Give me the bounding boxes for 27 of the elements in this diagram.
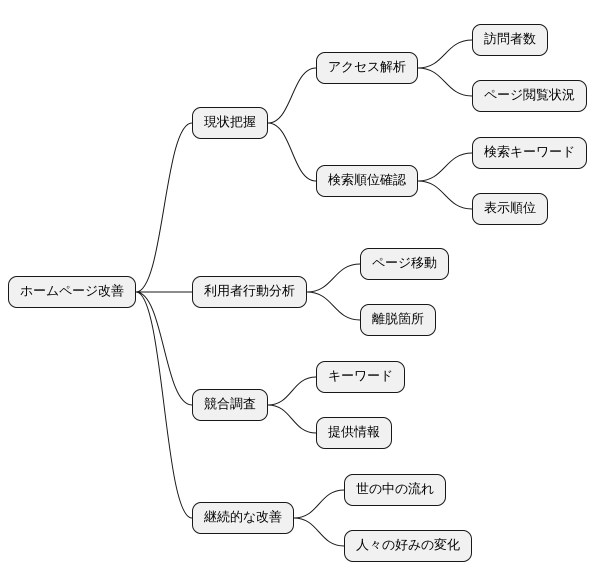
branch-line	[294, 518, 344, 546]
branch-line	[418, 68, 472, 96]
branch-line	[268, 122, 316, 182]
topic-node: ホームページ改善	[8, 276, 136, 308]
topic-node: ページ移動	[360, 248, 449, 280]
topic-node: 訪問者数	[472, 24, 548, 56]
topic-node: 継続的な改善	[192, 502, 294, 534]
topic-node: 競合調査	[192, 389, 268, 421]
branch-line	[306, 292, 360, 320]
topic-node: 検索順位確認	[316, 165, 418, 197]
topic-node: 人々の好みの変化	[344, 530, 472, 562]
branch-line	[418, 180, 472, 210]
topic-node: 世の中の流れ	[344, 474, 446, 506]
branch-line	[136, 122, 192, 292]
branch-line	[268, 68, 316, 124]
topic-node: 表示順位	[472, 193, 548, 225]
topic-node: ページ閲覧状況	[472, 80, 587, 112]
topic-node: キーワード	[316, 361, 405, 393]
branch-line	[136, 292, 192, 406]
topic-node: 利用者行動分析	[192, 276, 307, 308]
branch-line	[268, 404, 316, 434]
topic-node: 離脱箇所	[360, 304, 436, 336]
topic-node: アクセス解析	[316, 52, 418, 84]
topic-node: 提供情報	[316, 417, 392, 449]
topic-node: 検索キーワード	[472, 137, 587, 169]
branch-line	[136, 292, 192, 518]
topic-node: 現状把握	[192, 107, 268, 139]
